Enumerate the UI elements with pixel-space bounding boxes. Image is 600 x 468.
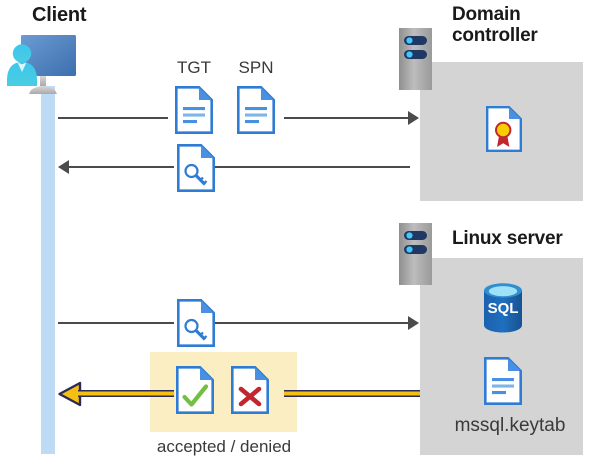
present-key-document-icon [177,299,215,347]
msg-request-line-left [58,117,168,119]
svg-text:SQL: SQL [488,300,519,317]
linux-server-title: Linux server [452,228,563,249]
spn-document-icon [237,86,275,134]
msg-ticket-back-line-left [68,166,174,168]
msg-request-arrowhead [408,111,419,125]
tgt-label: TGT [177,58,211,77]
msg-present-ticket-line-right [215,322,410,324]
spn-label: SPN [238,58,274,77]
client-title: Client [32,4,87,26]
ticket-key-document-icon [177,144,215,192]
msg-ticket-back-arrowhead [58,160,69,174]
keytab-document-icon [484,357,522,405]
user-with-monitor-icon [4,28,94,100]
tgt-document-icon [175,86,213,134]
linux-server-server-icon [398,222,438,287]
keytab-filename-label: mssql.keytab [454,415,566,436]
denied-cross-document-icon [231,366,269,414]
msg-result-line-right [284,390,420,397]
msg-present-ticket-arrowhead [408,316,419,330]
msg-present-ticket-line-left [58,322,174,324]
msg-result-line-left [78,390,174,397]
client-lifeline [41,86,55,454]
msg-ticket-back-line-right [215,166,410,168]
accepted-check-document-icon [176,366,214,414]
domain-controller-title-line2: controller [452,25,538,47]
result-caption: accepted / denied [156,437,292,456]
result-highlight-box [150,352,297,432]
msg-request-line-right [284,117,410,119]
domain-controller-title-line1: Domain [452,4,521,25]
certificate-document-icon [486,106,522,152]
domain-controller-server-icon [398,27,438,92]
domain-controller-title: Domain controller [452,4,538,47]
sql-database-icon: SQL [481,282,525,334]
